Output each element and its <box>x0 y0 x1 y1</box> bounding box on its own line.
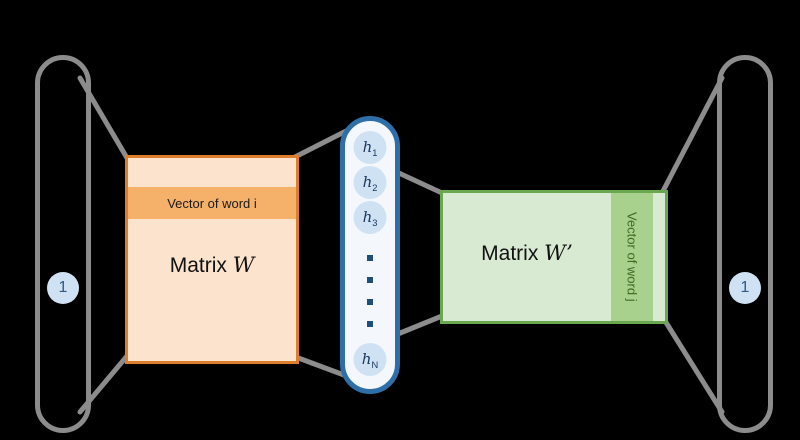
vector-of-word-i-band: Vector of word i <box>128 187 296 219</box>
matrix-w-symbol: W <box>232 253 255 277</box>
ellipsis-dot-icon <box>367 255 373 261</box>
connector-wp-to-output-top <box>659 75 725 196</box>
matrix-w: Vector of word i Matrix W <box>125 155 299 364</box>
hidden-layer: h1 h2 h3 hN <box>340 116 400 394</box>
input-onehot-vector: 1 <box>35 55 91 433</box>
hidden-node-h1-base: h <box>362 137 373 156</box>
matrix-w-prime-label: Matrix W’ <box>443 241 611 266</box>
hidden-node-h3-sub: 3 <box>372 217 378 228</box>
ellipsis-dot-icon <box>367 321 373 327</box>
matrix-w-prime: Vector of word j Matrix W’ <box>440 190 668 324</box>
matrix-w-prime-symbol: W’ <box>544 241 573 265</box>
output-onehot-vector: 1 <box>717 55 773 433</box>
hidden-node-h2-sub: 2 <box>372 182 378 193</box>
matrix-w-prefix: Matrix <box>169 254 233 277</box>
matrix-w-label: Matrix W <box>128 253 296 278</box>
hidden-node-hN: hN <box>353 343 387 376</box>
connector-wp-to-output-bottom <box>659 313 725 415</box>
hidden-node-h1: h1 <box>353 131 387 164</box>
hidden-node-h3: h3 <box>353 201 387 234</box>
hidden-node-h2-base: h <box>362 172 373 191</box>
ellipsis-dot-icon <box>367 277 373 283</box>
vector-of-word-j-label: Vector of word j <box>624 212 640 302</box>
hidden-node-h3-base: h <box>362 207 373 226</box>
matrix-w-prime-prefix: Matrix <box>481 242 545 265</box>
hidden-node-hN-sub: N <box>371 359 379 370</box>
vector-of-word-j-band: Vector of word j <box>611 193 653 321</box>
hidden-node-h1-sub: 1 <box>372 147 378 158</box>
input-one-value: 1 <box>47 272 79 304</box>
hidden-node-hN-base: h <box>361 349 372 368</box>
output-one-value: 1 <box>729 272 761 304</box>
hidden-node-h2: h2 <box>353 166 387 199</box>
ellipsis-dot-icon <box>367 299 373 305</box>
